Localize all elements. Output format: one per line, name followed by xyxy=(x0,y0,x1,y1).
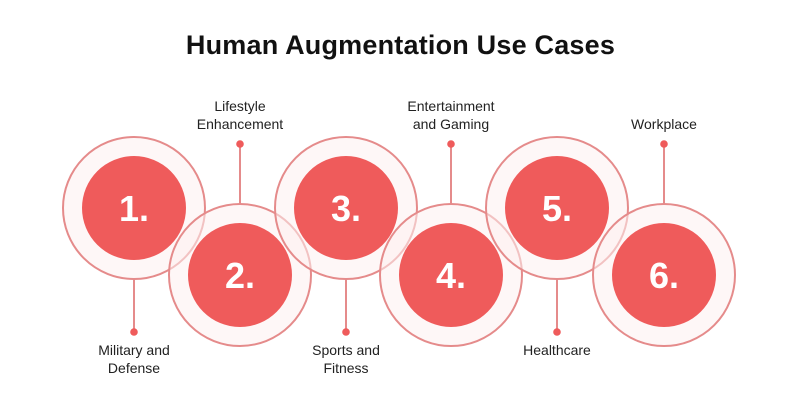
use-case-1-number: 1. xyxy=(119,188,149,229)
use-case-1-connector-dot xyxy=(130,328,138,336)
use-case-4-label: Entertainment xyxy=(407,98,494,114)
use-case-6-circle xyxy=(612,223,716,327)
use-case-4-label: and Gaming xyxy=(413,116,489,132)
page-title: Human Augmentation Use Cases xyxy=(185,30,616,60)
use-case-6-connector-dot xyxy=(660,140,668,148)
use-case-2-number: 2. xyxy=(225,255,255,296)
use-case-3-number: 3. xyxy=(331,188,361,229)
use-case-4-circle xyxy=(399,223,503,327)
use-case-6-label: Workplace xyxy=(631,116,697,132)
use-case-3-circle xyxy=(294,156,398,260)
use-case-5-connector-dot xyxy=(553,328,561,336)
use-case-1-label: Military and xyxy=(98,342,170,358)
nodes-layer: 1. 2. 3. 4. 5. 6. xyxy=(82,156,716,327)
use-case-1-label: Defense xyxy=(108,360,160,376)
use-case-4-number: 4. xyxy=(436,255,466,296)
use-case-3-label: Sports and xyxy=(312,342,380,358)
use-case-3-connector-dot xyxy=(342,328,350,336)
use-case-3-label: Fitness xyxy=(323,360,368,376)
use-case-5-circle xyxy=(505,156,609,260)
connectors-layer xyxy=(130,140,668,336)
use-case-2-label: Enhancement xyxy=(197,116,284,132)
use-case-2-connector-dot xyxy=(236,140,244,148)
use-case-5-number: 5. xyxy=(542,188,572,229)
use-case-2-label: Lifestyle xyxy=(214,98,266,114)
use-case-1-circle xyxy=(82,156,186,260)
use-case-6-number: 6. xyxy=(649,255,679,296)
use-case-2-circle xyxy=(188,223,292,327)
use-case-5-label: Healthcare xyxy=(523,342,591,358)
use-case-4-connector-dot xyxy=(447,140,455,148)
